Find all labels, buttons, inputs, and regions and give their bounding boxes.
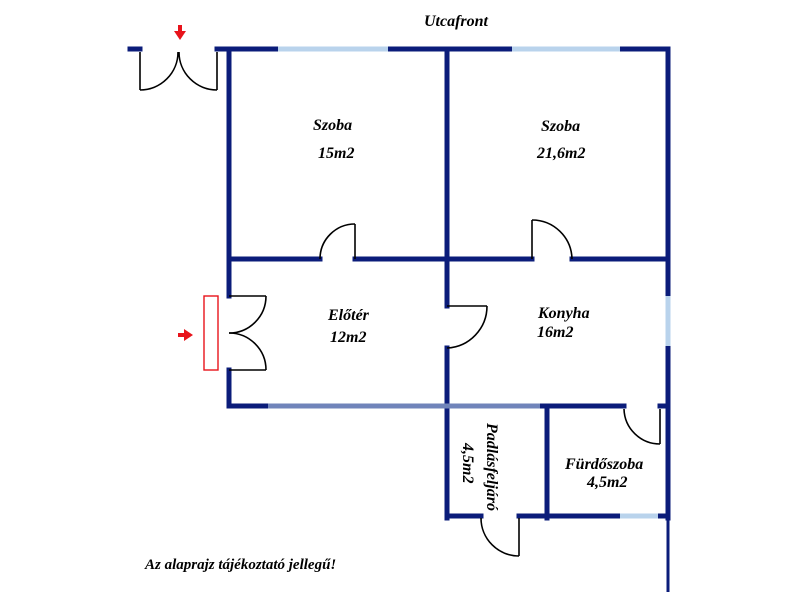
room-area: 4,5m2 (586, 474, 627, 491)
room-name: Fürdőszoba (564, 456, 643, 473)
room-name: Szoba (541, 118, 580, 135)
room-name: Szoba (313, 117, 352, 134)
room-area: 15m2 (318, 145, 354, 162)
door-swing-icon (531, 219, 573, 260)
door-swing-icon (139, 51, 218, 91)
room-area: 21,6m2 (536, 145, 585, 162)
street-label: Utcafront (424, 13, 489, 30)
room-area: 12m2 (330, 329, 366, 346)
door-swing-icon (623, 408, 661, 445)
room-name: Padlásfeljáró (483, 422, 500, 511)
entrance-arrow-icon (174, 25, 186, 40)
door-swing-icon (319, 223, 356, 260)
room-name: Konyha (537, 305, 590, 322)
room-area: 16m2 (537, 324, 573, 341)
door-swing-icon (480, 517, 520, 557)
doors (139, 51, 661, 557)
disclaimer: Az alaprajz tájékoztató jellegű! (144, 557, 336, 573)
room-area: 4,5m2 (459, 442, 476, 483)
windows (268, 46, 671, 519)
door-swing-icon (446, 305, 488, 349)
entrance-arrow-icon (178, 329, 193, 341)
room-name: Előtér (327, 307, 370, 324)
door-swing-icon (203, 295, 267, 371)
